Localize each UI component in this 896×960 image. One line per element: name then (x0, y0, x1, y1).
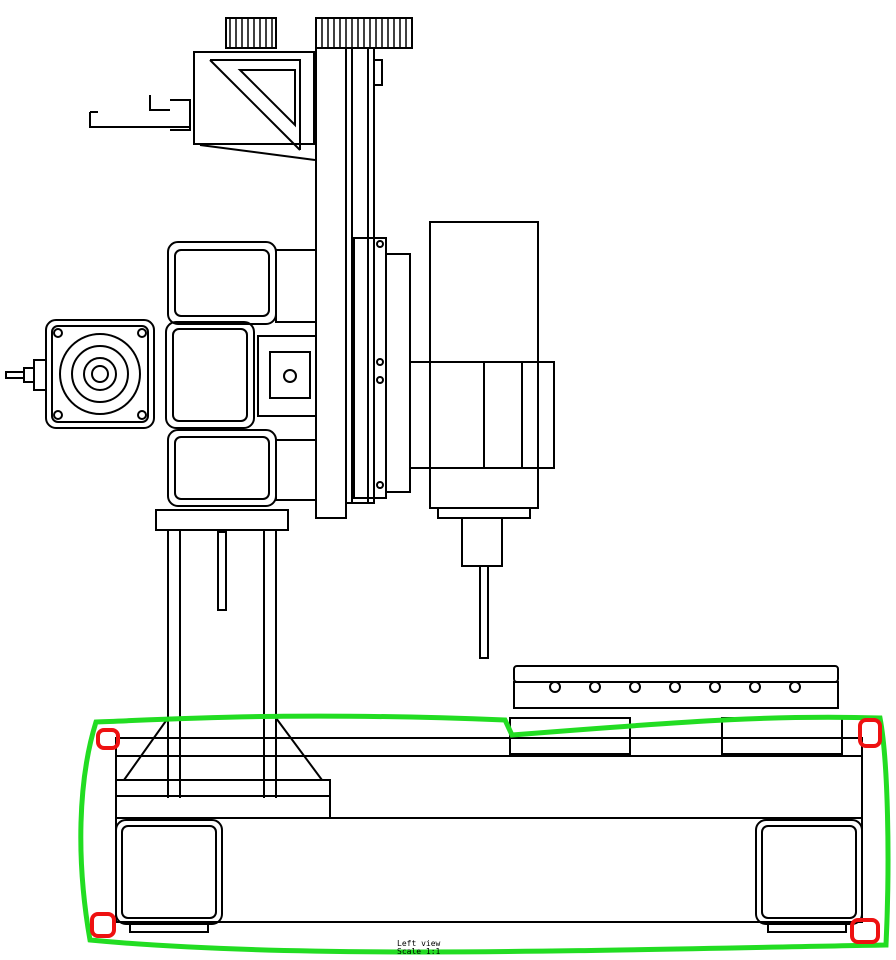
z-carriage (353, 237, 411, 499)
z-axis-column (315, 47, 383, 519)
column-support (115, 509, 331, 819)
top-knob-left (225, 17, 277, 49)
scale-label: Scale 1:1 (397, 947, 441, 956)
spindle (409, 221, 555, 659)
top-knob-right (315, 17, 413, 49)
work-table (509, 665, 843, 755)
rotary-motor (5, 319, 155, 429)
red-corner-marks (90, 718, 882, 944)
view-label: Left view (397, 939, 441, 948)
side-housings (165, 241, 317, 507)
base-frame (115, 737, 863, 933)
z-motor-bracket (89, 51, 316, 161)
green-outline-annotation (78, 713, 891, 955)
